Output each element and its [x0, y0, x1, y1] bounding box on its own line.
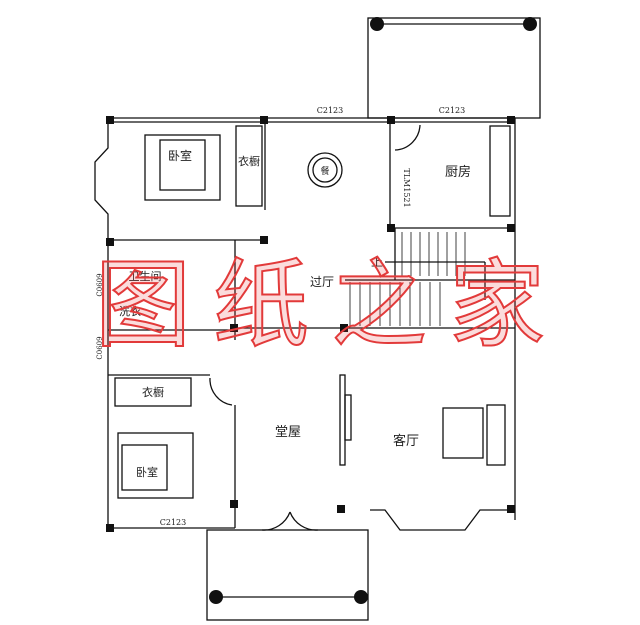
kitchen-door-label: TLM1521 [402, 168, 411, 207]
room-label-laundry: 洗衣 [119, 304, 141, 318]
window-label-bath-upper: C0609 [96, 273, 104, 296]
room-label-bedroom-bottom: 卧室 [136, 465, 158, 479]
room-label-bathroom: 卫生间 [129, 269, 162, 283]
stair-up-label: 上 [371, 255, 383, 269]
window-label-bedroom-bottom: C2123 [160, 518, 186, 527]
window-label-bath-lower: C0609 [96, 336, 104, 359]
walls [94, 17, 541, 621]
room-label-hall: 过厅 [310, 275, 334, 289]
room-label-main-hall: 堂屋 [275, 425, 301, 440]
stair-treads [349, 232, 466, 326]
columns [106, 17, 537, 604]
window-label-dining: C2123 [317, 106, 343, 115]
room-label-living-room: 客厅 [393, 433, 419, 449]
watermark: 图纸之家 [95, 249, 545, 361]
room-label-wardrobe-top: 衣橱 [238, 154, 260, 168]
window-label-kitchen: C2123 [439, 106, 465, 115]
dining-table-label: 餐 [320, 165, 329, 177]
room-label-kitchen: 厨房 [445, 164, 471, 180]
room-label-wardrobe-bottom: 衣橱 [142, 385, 164, 399]
room-label-bedroom-top: 卧室 [168, 148, 192, 163]
